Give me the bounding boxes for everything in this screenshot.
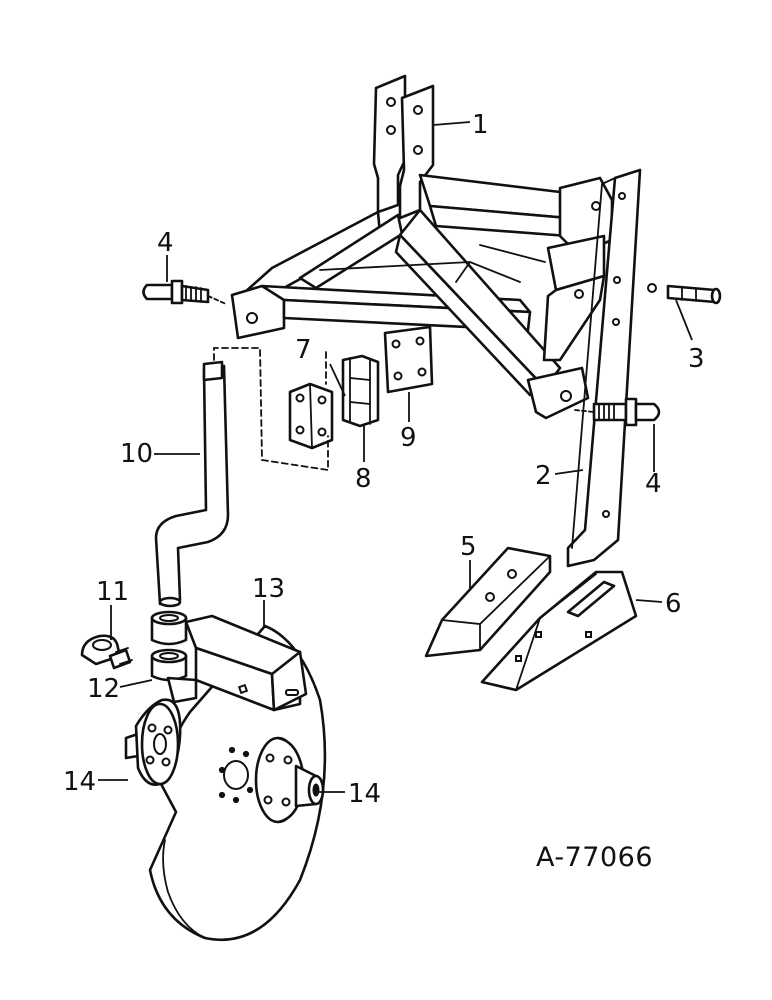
part-7-clamp: [288, 382, 334, 450]
part-4-bolt-left: [142, 279, 227, 305]
part-3-pin: [647, 283, 722, 305]
callout-10: 10: [120, 439, 153, 469]
part-10-arm: [154, 347, 329, 608]
part-9-plate: [383, 325, 434, 394]
part-2-shank: [566, 168, 642, 568]
callout-6: 6: [665, 589, 682, 619]
callout-2: 2: [535, 461, 552, 491]
leader-lines: [98, 121, 693, 793]
part-6-point: [480, 570, 638, 692]
callout-7: 7: [295, 335, 312, 365]
part-14-hub-left: [124, 698, 182, 786]
part-4-bolt-right: [574, 397, 661, 427]
callout-1: 1: [472, 110, 489, 140]
callout-11: 11: [96, 577, 129, 607]
callout-14-left: 14: [63, 767, 96, 797]
part-8-channel: [341, 354, 380, 428]
callout-8: 8: [355, 464, 372, 494]
part-5-point: [424, 546, 552, 658]
callout-14-right: 14: [348, 779, 381, 809]
part-12-bearings: [150, 610, 188, 682]
part-11-collar: [80, 634, 133, 670]
part-1-frame: [230, 74, 614, 420]
callout-13: 13: [252, 574, 285, 604]
callouts: 1 2 3 4 4 5 6 7 8 9 10 11 12 13 14 14: [63, 110, 705, 809]
callout-4-right: 4: [645, 469, 662, 499]
callout-3: 3: [688, 344, 705, 374]
callout-5: 5: [460, 532, 477, 562]
callout-9: 9: [400, 423, 417, 453]
part-14-hub-right: [254, 736, 325, 824]
callout-12: 12: [87, 674, 120, 704]
part-13-disc: [148, 614, 327, 942]
drawing-number: A-77066: [536, 842, 653, 873]
callout-4-left: 4: [157, 228, 174, 258]
